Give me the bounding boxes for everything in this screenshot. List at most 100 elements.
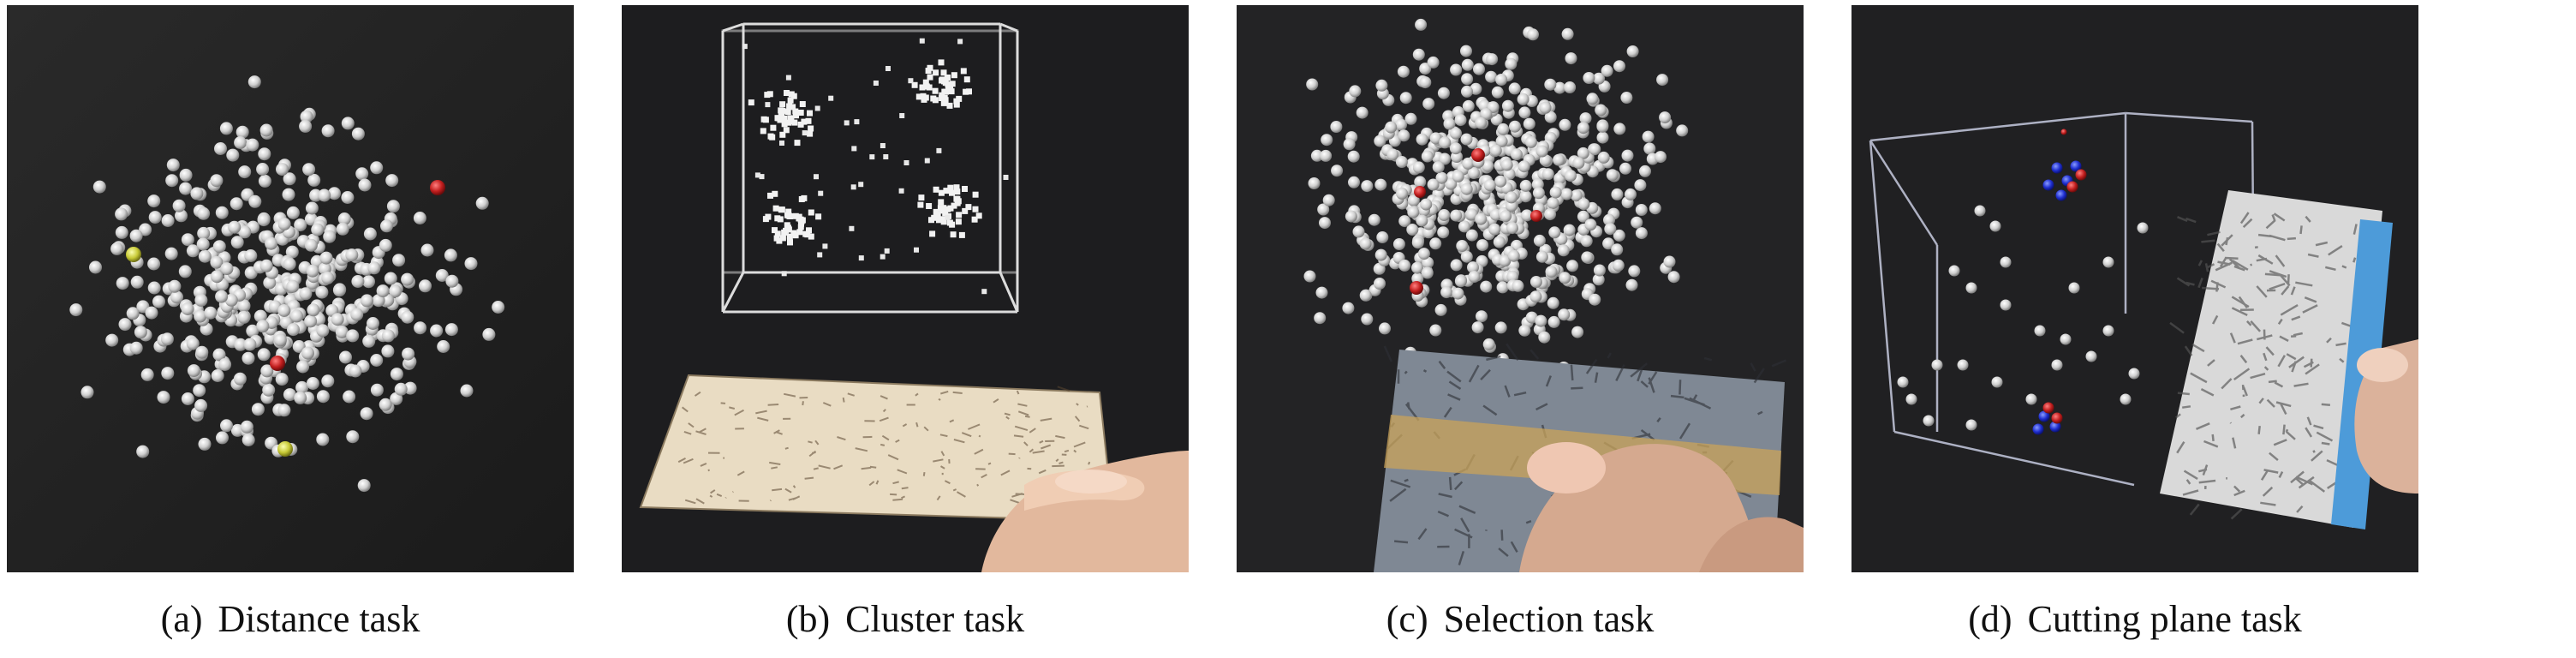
sphere (1480, 280, 1493, 293)
sphere (1398, 129, 1410, 142)
texture-stroke (2281, 285, 2290, 296)
sphere (1379, 322, 1391, 335)
texture-stroke (767, 404, 779, 406)
texture-stroke (716, 493, 723, 498)
texture-stroke (2352, 224, 2358, 235)
point (903, 160, 909, 165)
point (806, 227, 812, 234)
point (975, 212, 982, 219)
sphere (1438, 209, 1451, 221)
sphere (263, 276, 277, 290)
texture-stroke (1585, 358, 1598, 374)
sphere (1989, 220, 2001, 232)
point (898, 188, 904, 194)
texture-stroke (2197, 278, 2203, 289)
sphere (1593, 72, 1605, 85)
point (788, 118, 795, 124)
sphere (311, 223, 325, 236)
texture-stroke (2265, 218, 2276, 230)
texture-stroke (2198, 479, 2216, 484)
sphere (401, 310, 414, 324)
point (922, 79, 929, 86)
sphere (181, 233, 194, 247)
sphere (164, 247, 178, 260)
sphere (302, 163, 316, 176)
sphere (175, 209, 188, 223)
sphere (1559, 118, 1571, 131)
sphere (294, 391, 307, 404)
sphere (273, 333, 287, 347)
sphere (1437, 226, 1450, 239)
sphere (1579, 112, 1592, 125)
sphere (275, 373, 289, 386)
point (764, 92, 771, 99)
texture-stroke (1011, 493, 1023, 498)
sphere (414, 321, 427, 335)
texture-stroke (2304, 296, 2317, 303)
sphere (1612, 259, 1625, 272)
sphere (1601, 64, 1613, 77)
sphere (1468, 167, 1480, 179)
sphere (1404, 112, 1417, 125)
point (772, 190, 778, 197)
sphere (331, 313, 344, 326)
sphere (160, 332, 174, 346)
point (807, 110, 813, 117)
sphere (1577, 198, 1590, 211)
texture-stroke (1757, 410, 1763, 416)
point (972, 206, 979, 212)
texture-stroke (2262, 486, 2274, 497)
sphere (350, 308, 364, 321)
sphere (2038, 410, 2050, 422)
point (949, 221, 956, 228)
point (939, 207, 945, 214)
point (770, 124, 777, 131)
point (808, 125, 814, 132)
sphere (2085, 350, 2097, 362)
sphere (1523, 117, 1535, 130)
sphere (1553, 153, 1565, 166)
texture-stroke (1404, 478, 1409, 482)
texture-stroke (1468, 364, 1480, 383)
sphere (210, 174, 224, 188)
sphere (242, 351, 255, 365)
sphere (362, 275, 375, 289)
sphere (1524, 135, 1537, 148)
sphere (1427, 56, 1440, 69)
sphere (339, 350, 352, 364)
texture-stroke (915, 392, 919, 397)
texture-stroke (1005, 416, 1010, 420)
sphere (435, 269, 449, 282)
sphere (1461, 73, 1474, 86)
texture-stroke (976, 483, 980, 487)
texture-stroke (1055, 434, 1065, 440)
texture-stroke (2256, 257, 2268, 262)
point (940, 69, 947, 76)
sphere (1395, 118, 1407, 131)
texture-stroke (2254, 246, 2258, 249)
point (814, 174, 819, 180)
sphere (1597, 151, 1610, 164)
point (926, 203, 933, 209)
sphere (1541, 168, 1554, 181)
sphere (212, 348, 226, 362)
point (918, 194, 925, 201)
sphere (1460, 182, 1473, 195)
texture-stroke (2306, 416, 2312, 426)
sphere (286, 279, 300, 293)
point (914, 247, 919, 253)
sphere (1519, 190, 1532, 203)
sphere (1581, 251, 1594, 264)
point (748, 99, 754, 106)
sphere (2025, 393, 2037, 405)
point (940, 99, 947, 106)
texture-stroke (683, 458, 694, 464)
sphere (1596, 120, 1609, 133)
sphere (390, 392, 403, 405)
sphere (236, 125, 249, 139)
texture-stroke (2321, 403, 2330, 406)
sphere (1535, 250, 1548, 263)
sphere (1374, 135, 1386, 147)
sphere (285, 245, 299, 259)
texture-stroke (887, 454, 899, 461)
